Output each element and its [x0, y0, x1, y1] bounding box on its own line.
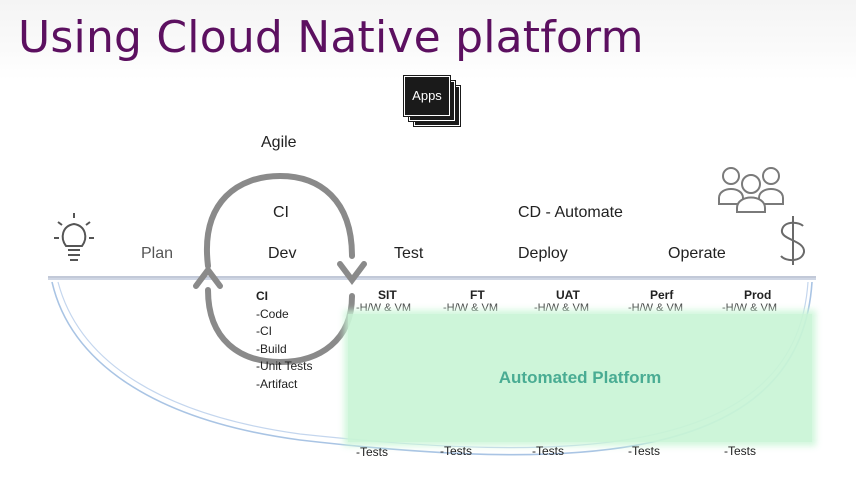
ci-label: CI — [273, 204, 289, 221]
env-uat-name: UAT — [556, 288, 580, 302]
ci-step-item: -Build — [256, 341, 287, 356]
apps-stack-icon: Apps — [404, 76, 464, 126]
env-prod-sub: -H/W & VM — [722, 302, 777, 314]
env-perf-name: Perf — [650, 288, 674, 302]
ci-step-item: -Unit Tests — [256, 359, 313, 373]
env-sit-name: SIT — [378, 288, 397, 302]
ci-step-item: -CI — [256, 324, 272, 338]
slide-title: Using Cloud Native platform — [18, 12, 644, 63]
env-sit-sub: -H/W & VM — [356, 302, 411, 314]
stage-deploy: Deploy — [518, 245, 568, 262]
stage-dev: Dev — [268, 245, 297, 262]
env-sit-tests: -Tests — [356, 445, 389, 459]
ci-steps-heading: CI — [256, 289, 268, 303]
stage-operate: Operate — [668, 245, 726, 262]
env-prod-tests: -Tests — [724, 444, 757, 458]
env-ft-tests: -Tests — [440, 444, 473, 458]
stage-test: Test — [394, 245, 424, 262]
apps-label: Apps — [412, 88, 442, 103]
env-uat-tests: -Tests — [532, 444, 565, 458]
ci-step-item: -Code — [256, 306, 289, 321]
cd-automate-label: CD - Automate — [518, 204, 623, 221]
automated-platform-label: Automated Platform — [498, 368, 662, 387]
env-perf-sub: -H/W & VM — [628, 302, 683, 314]
agile-label: Agile — [261, 134, 297, 151]
lightbulb-icon — [54, 213, 94, 261]
env-perf-tests: -Tests — [628, 444, 661, 458]
ci-cycle-icon — [193, 172, 367, 366]
ci-steps-list: CI -Code -CI -Build -Unit Tests -Artifac… — [256, 288, 312, 393]
title-bar — [0, 0, 856, 80]
automated-platform-box: Automated Platform — [348, 314, 812, 442]
dollar-icon — [780, 216, 805, 265]
ci-step-item: -Artifact — [256, 376, 298, 391]
env-prod-name: Prod — [744, 288, 772, 302]
env-ft-sub: -H/W & VM — [443, 302, 498, 314]
stage-plan: Plan — [141, 245, 174, 262]
env-ft-name: FT — [470, 288, 485, 302]
people-icon — [718, 167, 784, 213]
env-uat-sub: -H/W & VM — [534, 302, 589, 314]
